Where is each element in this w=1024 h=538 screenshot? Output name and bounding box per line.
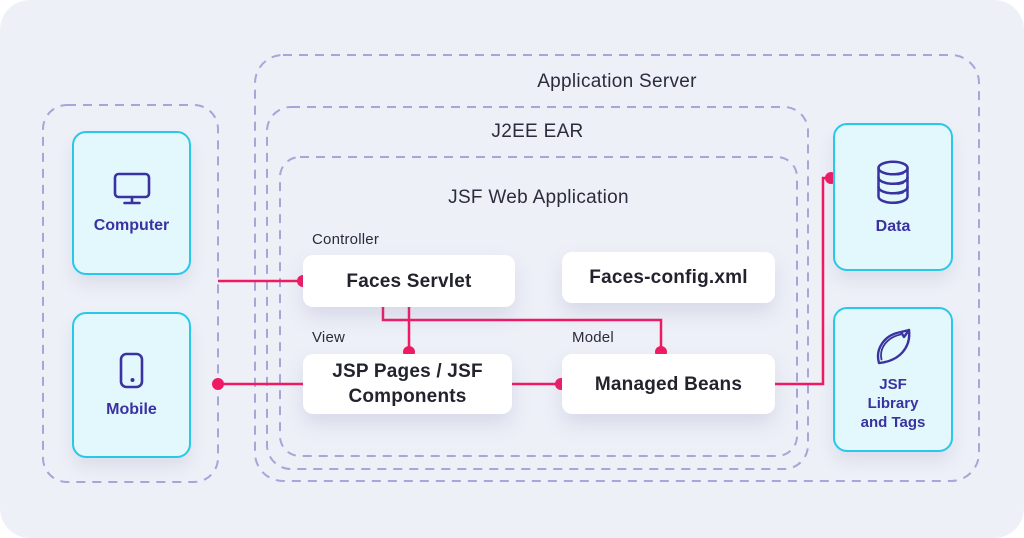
data-label: Data	[875, 217, 911, 235]
faces-servlet-label: Faces Servlet	[346, 270, 472, 292]
view-section-label: View	[312, 329, 346, 346]
managed-beans-card: Managed Beans	[562, 354, 775, 414]
faces-servlet-card: Faces Servlet	[303, 255, 515, 307]
faces-config-label: Faces-config.xml	[589, 267, 748, 288]
connector-faces-servlet-to-managed-beans	[381, 307, 663, 347]
j2ee-ear-title: J2EE EAR	[491, 121, 584, 142]
jsp-pages-label-line1: JSP Pages / JSF	[332, 361, 483, 382]
database-icon	[873, 159, 913, 206]
mobile-card: Mobile	[72, 312, 191, 458]
data-card: Data	[833, 123, 953, 271]
smartphone-icon	[119, 352, 144, 389]
leaf-icon	[872, 327, 914, 367]
model-section-label: Model	[572, 329, 614, 346]
monitor-icon	[113, 172, 151, 205]
jsf-library-label-line3: and Tags	[860, 414, 926, 431]
application-server-dashed-box	[254, 54, 980, 482]
jsf-library-card: JSF Library and Tags	[833, 307, 953, 452]
jsp-pages-label-line2: Components	[348, 386, 467, 407]
j2ee-ear-dashed-box	[266, 106, 809, 470]
client-devices-dashed-box	[42, 104, 219, 483]
jsp-pages-card: JSP Pages / JSF Components	[303, 354, 512, 414]
computer-label: Computer	[93, 216, 170, 234]
jsf-web-application-title: JSF Web Application	[448, 187, 629, 208]
managed-beans-label: Managed Beans	[594, 373, 743, 395]
jsf-library-label-line2: Library	[867, 395, 919, 412]
jsf-library-label-line1: JSF	[879, 376, 907, 393]
mobile-label: Mobile	[106, 400, 157, 418]
faces-config-card: Faces-config.xml	[562, 252, 775, 303]
controller-section-label: Controller	[312, 231, 380, 248]
computer-card: Computer	[72, 131, 191, 275]
application-server-title: Application Server	[537, 71, 697, 92]
dot-mobile	[212, 378, 224, 390]
